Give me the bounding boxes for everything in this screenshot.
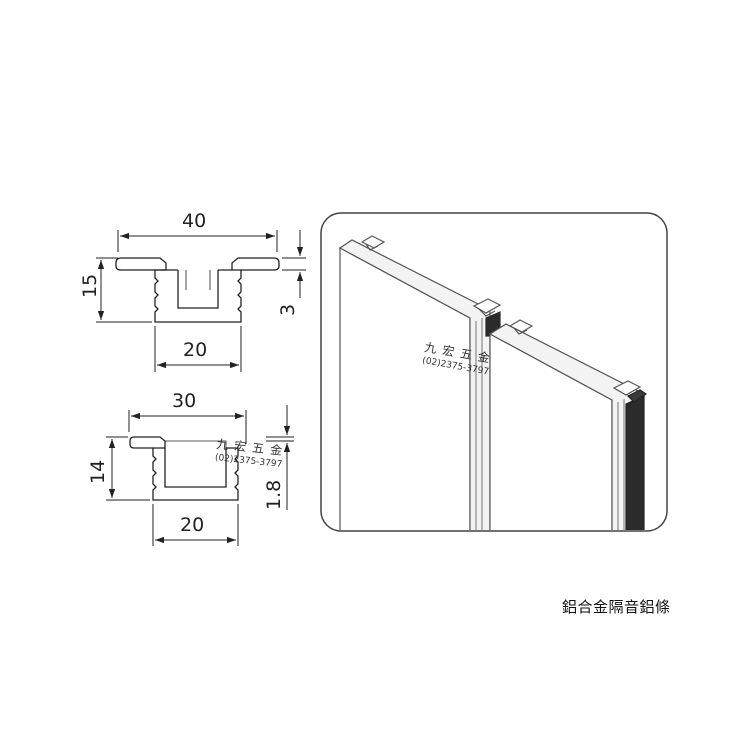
dim-bottom-width: [128, 410, 247, 444]
profile-bottom: [129, 436, 239, 501]
dim-top-height: [96, 257, 152, 323]
dim-top-thickness: [282, 230, 306, 298]
groove-right-top: [508, 319, 534, 333]
dim-bottom-height-label: 14: [87, 460, 109, 484]
profile-bottom-outline: [134, 436, 239, 501]
groove-left-side: [472, 298, 502, 314]
dim-top-thickness-label: 3: [277, 304, 299, 316]
dim-top-width-label: 40: [182, 210, 206, 232]
dim-bottom-height: [106, 436, 150, 501]
profile-top: [115, 257, 280, 323]
dim-top-width: [117, 230, 278, 252]
profile-top-outline: [121, 257, 280, 323]
groove-right-side: [612, 380, 642, 396]
groove-left-top: [360, 235, 386, 249]
seal-strip-right: [625, 395, 645, 530]
dim-top-channel-label: 20: [183, 339, 207, 361]
caption: 鋁合金隔音鋁條: [562, 598, 671, 616]
dim-bottom-channel: [152, 504, 239, 546]
dim-bottom-channel-label: 20: [180, 514, 204, 536]
dim-bottom-width-label: 30: [172, 390, 196, 412]
dim-bottom-thickness: [266, 405, 294, 510]
dim-bottom-thickness-label: 1.8: [263, 480, 285, 510]
dim-top-channel: [154, 326, 242, 372]
illustration-panel: 九宏五金 (02)2375-3797: [320, 212, 668, 532]
dim-top-height-label: 15: [79, 274, 101, 298]
